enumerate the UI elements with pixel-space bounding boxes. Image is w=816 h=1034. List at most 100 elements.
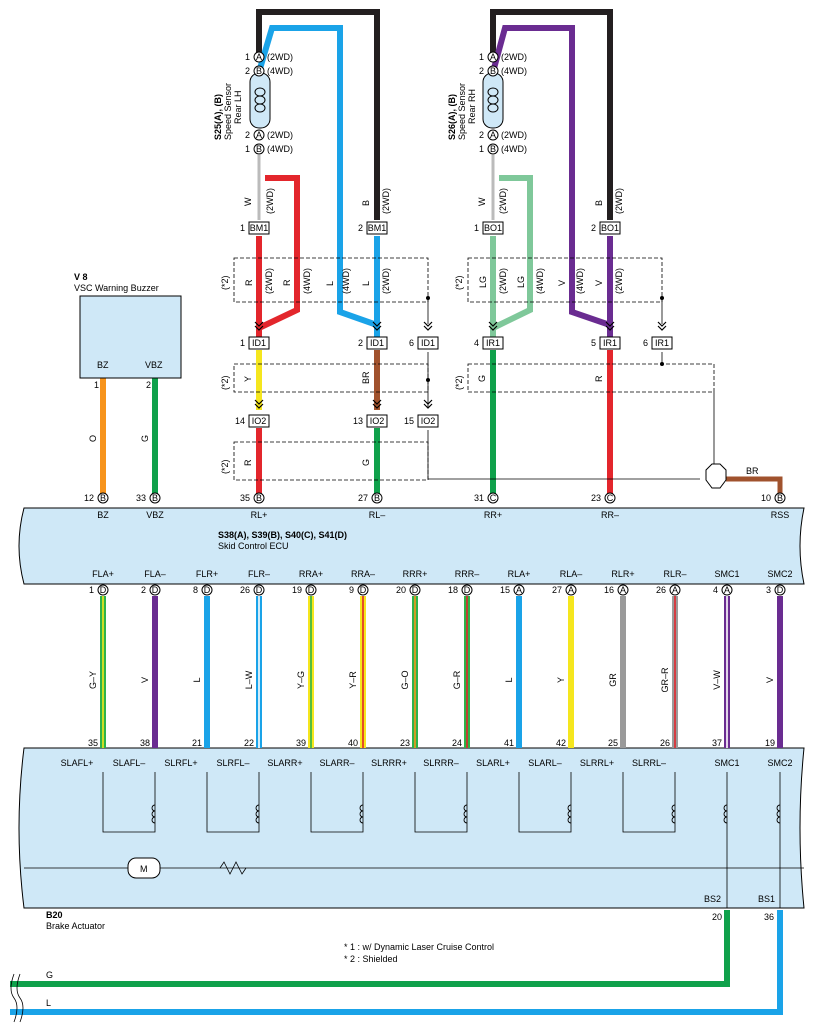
shield-note-1: (*2) xyxy=(220,275,230,290)
wire-w-rh: W xyxy=(477,197,487,206)
chevron-3 xyxy=(488,321,498,331)
ecu-bottom-wire-label-4: Y–G xyxy=(296,671,306,689)
ecu-top-pin-0: B xyxy=(97,492,109,504)
wire-w-rh-note: (2WD) xyxy=(498,188,508,214)
bottom-label-l: L xyxy=(46,998,51,1008)
ecu-bottom-wire-label-13: V xyxy=(765,677,775,683)
sensor_rh-pin-top-0: A xyxy=(487,51,499,63)
actuator-solenoid-0 xyxy=(102,772,156,833)
ecu-bottom-wire-label-8: L xyxy=(504,677,514,682)
ecu-wire-8 xyxy=(516,596,522,748)
wire-r-lh-low: R xyxy=(243,459,253,466)
chevron-2 xyxy=(423,321,433,331)
buzzer-code: V 8 xyxy=(74,272,88,282)
sensor_rh-pin-top-num-1: 2 xyxy=(479,66,484,76)
ecu-wire-9 xyxy=(568,596,574,748)
ecu-bottom-label-0: FLA+ xyxy=(92,569,114,579)
sensor_rh-pin-top-0-letter: A xyxy=(490,52,496,62)
ecu-wire-0 xyxy=(100,596,106,748)
wire-b-lh-note: (2WD) xyxy=(381,188,391,214)
ecu-bottom-label-4: RRA+ xyxy=(299,569,323,579)
ecu-top-pin-num-5: 23 xyxy=(591,493,601,503)
connector-pins: A1(2WD)B2(4WD)A2(2WD)B1(4WD)A1(2WD)B2(4W… xyxy=(61,51,793,768)
sensor_lh-pin-top-num-0: 1 xyxy=(245,52,250,62)
actuator-internals xyxy=(102,772,781,908)
actuator-pin-num-3: 22 xyxy=(244,738,254,748)
ecu-bottom-wire-label-11: GR–R xyxy=(660,667,670,693)
ecu-bottom-pin-num-0: 1 xyxy=(89,585,94,595)
junction-bo1_1: BO1 xyxy=(482,221,504,235)
ecu-bottom-label-10: RLR+ xyxy=(611,569,634,579)
ecu-bottom-pin-12: A xyxy=(721,584,733,596)
junction-bm1_1-label: BM1 xyxy=(250,223,269,233)
ecu-top-pin-5: C xyxy=(604,492,616,504)
sensor_rh-pin-bottom-num-1: 1 xyxy=(479,144,484,154)
wire-r-rh: R xyxy=(594,375,604,382)
ecu-top-pin-label-3: RL– xyxy=(369,510,386,520)
ecu-bottom-pin-3: D xyxy=(253,584,265,596)
ecu-top-pin-2: B xyxy=(253,492,265,504)
sensor_lh-pin-top-1-letter: B xyxy=(256,66,262,76)
junction-id1_2-label: ID1 xyxy=(370,338,384,348)
junction-ir1_6: IR1 xyxy=(651,336,673,350)
ecu-wire-2 xyxy=(204,596,210,748)
actuator-solenoid-5 xyxy=(622,772,676,833)
bottom-wire-l xyxy=(10,910,783,1015)
sensor-rh-name1: Speed Sensor xyxy=(457,83,467,140)
wire-l-lh-a: L xyxy=(325,281,335,286)
wire-b-rh: B xyxy=(594,200,604,206)
actuator-solenoid-2 xyxy=(310,772,364,833)
ecu-bottom-wire-label-0: G–Y xyxy=(88,671,98,689)
junction-ir1_6-label: IR1 xyxy=(655,338,669,348)
actuator-pin-label-8: SLARL+ xyxy=(476,758,510,768)
actuator-pin-num-6: 23 xyxy=(400,738,410,748)
skid-control-ecu-body xyxy=(18,507,805,585)
sensor_lh-pin-top-1: B xyxy=(253,65,265,77)
sensor_lh-pin-bottom-0-letter: A xyxy=(256,130,262,140)
wire-g-lh-low: G xyxy=(361,459,371,466)
junction-ir1_5: IR1 xyxy=(599,336,621,350)
sensor_lh-pin-top-num-1: 2 xyxy=(245,66,250,76)
junction-io2_14-label: IO2 xyxy=(252,416,267,426)
chevron-8 xyxy=(423,399,433,409)
buzzer-pin-vbz: VBZ xyxy=(145,360,163,370)
junction-ir1_5-label: IR1 xyxy=(603,338,617,348)
wire-lg-rh-a: LG xyxy=(478,276,488,288)
ecu-bottom-pin-9-letter: A xyxy=(568,585,574,595)
ecu-bottom-pin-9: A xyxy=(565,584,577,596)
ecu-bottom-label-2: FLR+ xyxy=(196,569,218,579)
ecu-top-pin-4: C xyxy=(487,492,499,504)
ecu-bottom-label-12: SMC1 xyxy=(714,569,739,579)
sensor_rh-pin-bottom-0: A xyxy=(487,129,499,141)
wire-r-lh-b: R xyxy=(282,279,292,286)
ecu-actuator-wires xyxy=(100,596,783,748)
actuator-solenoid-1 xyxy=(206,772,260,833)
junction-ir1_5-num: 5 xyxy=(591,338,596,348)
junction-bo1_1-label: BO1 xyxy=(484,223,502,233)
ecu-wire-4 xyxy=(308,596,314,748)
actuator-pin-num-13: 19 xyxy=(765,738,775,748)
sensor_lh-pin-top-0-letter: A xyxy=(256,52,262,62)
sensor_lh-pin-bottom-num-1: 1 xyxy=(245,144,250,154)
actuator-pin-label-3: SLRFL– xyxy=(216,758,249,768)
ecu-bottom-wire-label-5: Y–R xyxy=(348,671,358,689)
ecu-bottom-label-9: RLA– xyxy=(560,569,583,579)
ecu-bottom-label-5: RRA– xyxy=(351,569,375,579)
ecu-wire-1 xyxy=(152,596,158,748)
junction-id1_6-num: 6 xyxy=(409,338,414,348)
ecu-bottom-wire-label-10: GR xyxy=(608,673,618,687)
wire-v-rh-b-note: (2WD) xyxy=(614,268,624,294)
actuator-smc-0 xyxy=(723,772,728,908)
junction-id1_6: ID1 xyxy=(417,336,439,350)
junction-io2_13: IO2 xyxy=(366,414,388,428)
junction-io2_15-num: 15 xyxy=(404,416,414,426)
ecu-top-pin-1: B xyxy=(149,492,161,504)
actuator-pin-num-11: 26 xyxy=(660,738,670,748)
actuator-pin-num-4: 39 xyxy=(296,738,306,748)
ecu-bottom-pin-6: D xyxy=(409,584,421,596)
junction-bm1_2: BM1 xyxy=(366,221,388,235)
sensor_lh-pin-bottom-num-0: 2 xyxy=(245,130,250,140)
ecu-top-pin-num-2: 35 xyxy=(240,493,250,503)
ecu-bottom-pin-2-letter: D xyxy=(204,585,211,595)
ecu-bottom-pin-5: D xyxy=(357,584,369,596)
